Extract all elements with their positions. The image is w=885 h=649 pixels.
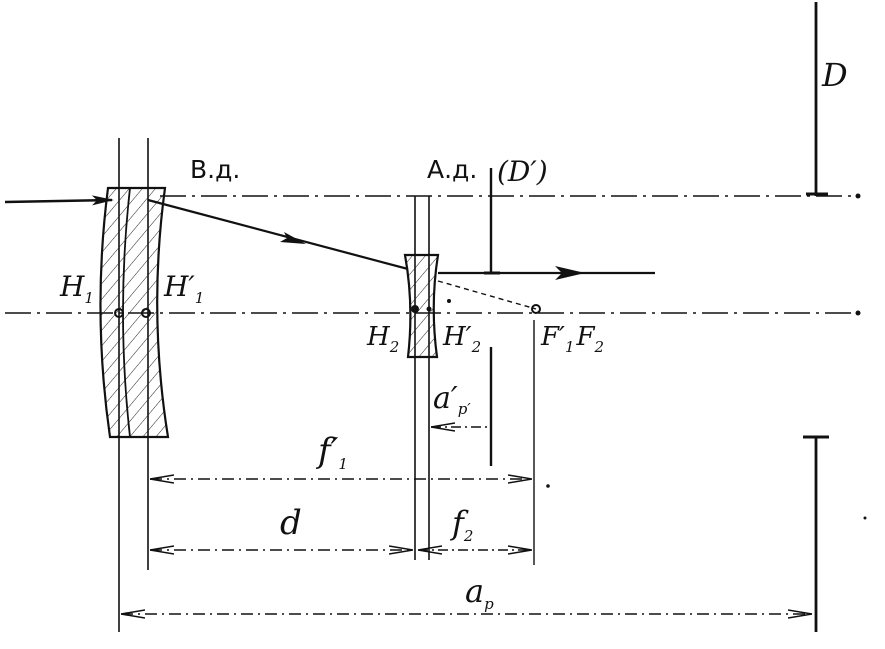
small-dot xyxy=(447,299,451,303)
refracted-ray xyxy=(147,198,409,271)
margin-dot xyxy=(863,516,867,520)
label-h2-prime: H′2 xyxy=(442,322,481,356)
label-f1-prime: f′1 xyxy=(315,431,348,473)
optical-axis-end-dot xyxy=(855,310,861,316)
label-entrance-pupil: В.д. xyxy=(190,155,240,184)
label-a-p: ap xyxy=(465,572,494,613)
label-d-prime: (D′) xyxy=(497,155,548,188)
exit-ray-arrow xyxy=(555,266,585,280)
label-a-p-prime: a′p′ xyxy=(433,381,471,418)
eyepiece-lens xyxy=(403,253,440,359)
label-exit-pupil: А.д. xyxy=(427,155,477,184)
upper-line-end-dot xyxy=(855,193,861,199)
point-h2-prime xyxy=(426,306,432,312)
point-h1 xyxy=(114,308,124,318)
objective-lens xyxy=(99,186,170,439)
focal-point-f1p-f2 xyxy=(531,304,541,314)
label-h1-prime: H′1 xyxy=(163,270,204,307)
label-d: D xyxy=(821,56,848,94)
label-h2: H2 xyxy=(366,322,399,356)
refracted-ray-arrow xyxy=(280,232,306,244)
label-f2: f2 xyxy=(450,504,473,545)
incoming-ray xyxy=(4,195,114,206)
label-h1: H1 xyxy=(59,270,94,307)
point-h1-prime xyxy=(141,308,151,318)
point-h2 xyxy=(411,305,419,313)
label-f1-prime-f2: F′1F2 xyxy=(540,322,604,356)
label-d-dim: d xyxy=(280,503,302,543)
dim-f1-prime-end-dot xyxy=(546,484,550,488)
virtual-ray-extension xyxy=(437,280,537,310)
